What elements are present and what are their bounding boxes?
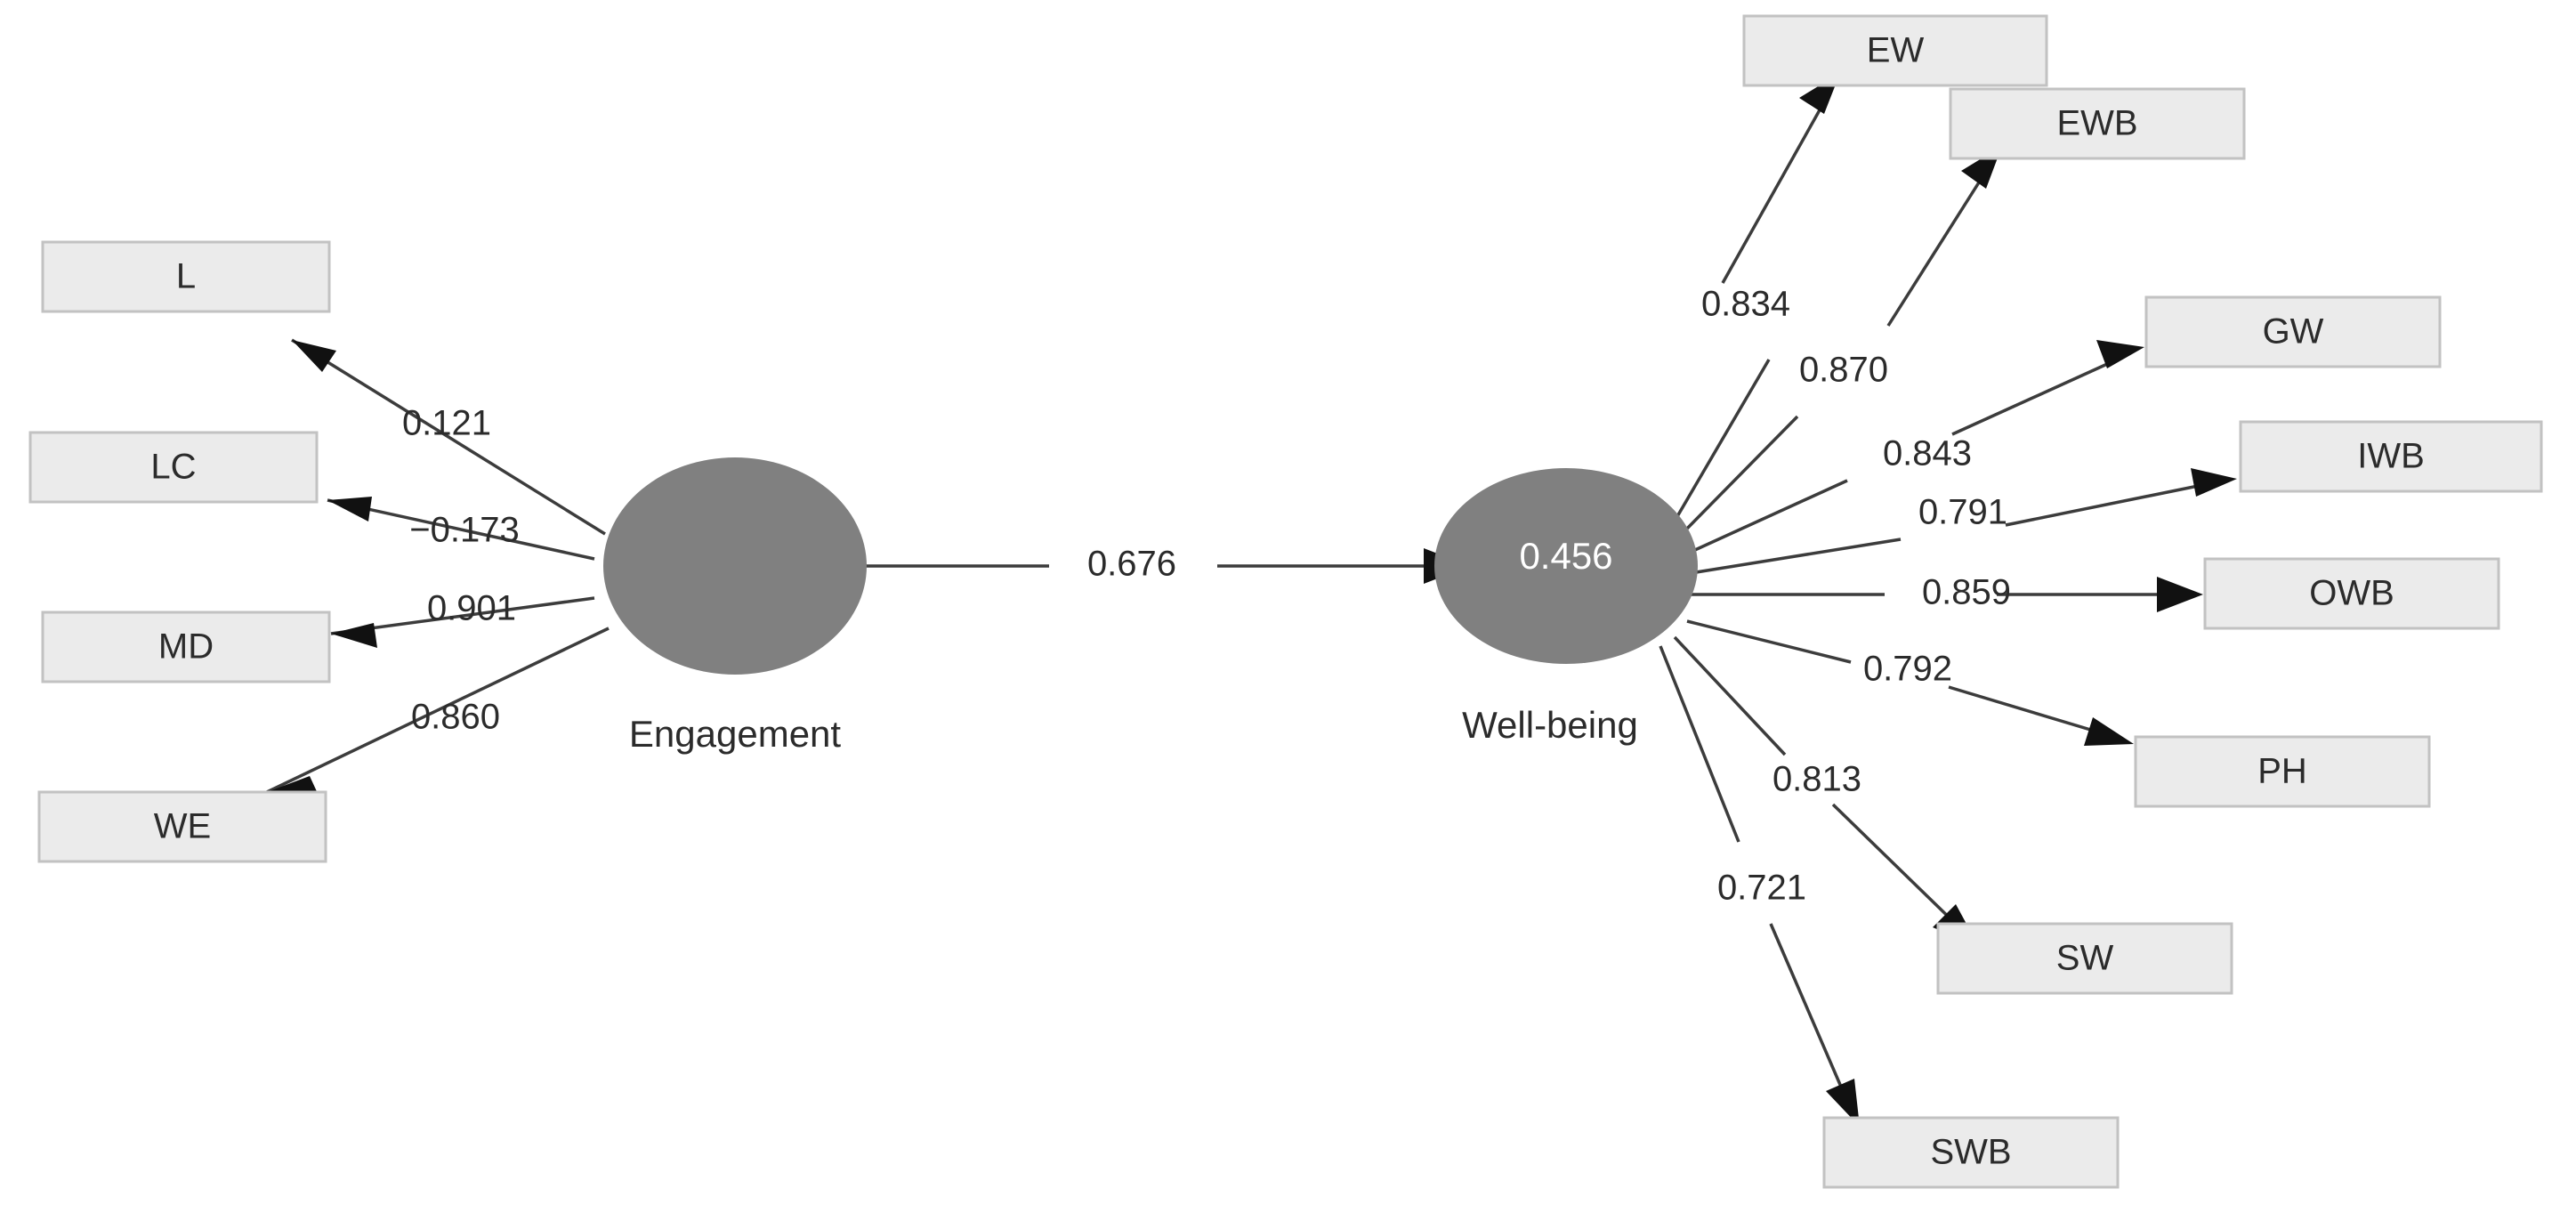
latent-node-engagement[interactable]: Engagement <box>603 457 867 755</box>
latent-caption-wellbeing: Well-being <box>1462 704 1638 746</box>
indicator-box-GW[interactable]: GW <box>2144 295 2442 368</box>
indicator-label-LC: LC <box>150 448 196 487</box>
indicator-box-LC[interactable]: LC <box>28 431 319 504</box>
indicator-label-L: L <box>176 257 196 296</box>
indicator-box-EWB[interactable]: EWB <box>1949 87 2246 160</box>
indicator-box-WE[interactable]: WE <box>37 790 327 863</box>
indicator-label-EWB: EWB <box>2056 104 2137 143</box>
edge-label-engagement-WE: 0.860 <box>411 698 500 737</box>
indicator-box-MD[interactable]: MD <box>41 611 331 683</box>
edge-label-wellbeing-GW: 0.843 <box>1883 434 1972 473</box>
edge-label-wellbeing-IWB: 0.791 <box>1918 493 2007 532</box>
edge-label-wellbeing-EWB: 0.870 <box>1799 351 1888 390</box>
indicator-label-EW: EW <box>1867 31 1925 70</box>
edge-wellbeing-to-IWB <box>1690 468 2237 575</box>
edge-label-engagement-L: 0.121 <box>402 404 491 443</box>
indicator-label-MD: MD <box>158 627 214 667</box>
edge-engagement-to-MD <box>330 596 595 648</box>
edge-wellbeing-to-SWB <box>1659 645 1860 1127</box>
edge-label-wellbeing-SWB: 0.721 <box>1717 869 1806 908</box>
latent-value-wellbeing: 0.456 <box>1519 535 1612 577</box>
edge-label-wellbeing-OWB: 0.859 <box>1922 573 2011 612</box>
edge-label-wellbeing-PH: 0.792 <box>1863 650 1952 689</box>
latent-node-wellbeing[interactable]: 0.456 Well-being <box>1434 468 1698 746</box>
indicator-label-GW: GW <box>2263 312 2324 352</box>
edge-label-wellbeing-EW: 0.834 <box>1701 285 1790 324</box>
edge-engagement-to-LC <box>327 497 595 561</box>
indicator-box-SWB[interactable]: SWB <box>1822 1116 2120 1189</box>
edge-label-wellbeing-SW: 0.813 <box>1773 760 1861 799</box>
edge-wellbeing-to-GW <box>1686 340 2144 555</box>
indicator-label-PH: PH <box>2257 752 2307 791</box>
edge-wellbeing-to-PH <box>1686 619 2134 746</box>
edge-label-engagement-LC: −0.173 <box>409 511 519 550</box>
indicator-label-WE: WE <box>154 807 211 846</box>
indicator-label-SWB: SWB <box>1930 1133 2011 1172</box>
indicator-label-OWB: OWB <box>2309 574 2394 613</box>
indicator-box-OWB[interactable]: OWB <box>2203 557 2500 630</box>
edge-wellbeing-to-OWB <box>1691 577 2203 612</box>
edge-label-engagement-MD: 0.901 <box>427 589 516 628</box>
edge-engagement-to-L <box>291 338 606 536</box>
latent-caption-engagement: Engagement <box>629 713 842 755</box>
indicator-label-IWB: IWB <box>2357 437 2425 476</box>
indicator-box-SW[interactable]: SW <box>1936 922 2233 995</box>
indicator-label-SW: SW <box>2056 939 2114 978</box>
edge-wellbeing-to-EWB <box>1680 146 2002 536</box>
edge-label-engagement-wellbeing: 0.676 <box>1087 545 1176 584</box>
indicator-box-EW[interactable]: EW <box>1742 14 2048 87</box>
indicator-box-PH[interactable]: PH <box>2134 735 2431 808</box>
indicator-box-IWB[interactable]: IWB <box>2239 420 2543 493</box>
indicator-box-L[interactable]: L <box>41 240 331 313</box>
